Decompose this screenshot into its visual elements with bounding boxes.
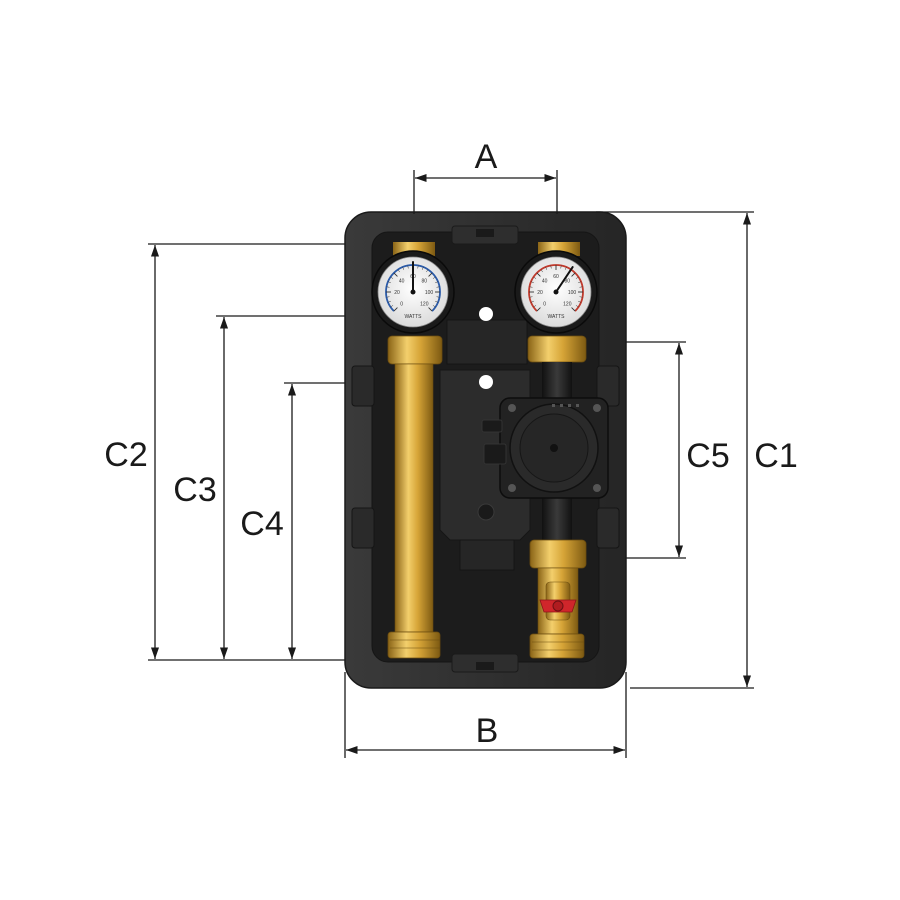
- gauge-brand: WATTS: [405, 314, 423, 320]
- gauge-tick: [407, 265, 409, 269]
- dimension-label-c2: C2: [104, 436, 147, 474]
- gauge-tick: [436, 296, 440, 298]
- dimension-C5: C5: [626, 341, 730, 559]
- gauge-tick: [426, 269, 429, 273]
- gauge-tick-label: 100: [568, 290, 577, 296]
- gauge-tick-label: 0: [400, 301, 403, 307]
- dimension-label-c5: C5: [686, 437, 729, 475]
- gauge-tick: [421, 266, 424, 270]
- gauge-tick: [575, 276, 579, 279]
- gauge-tick: [540, 269, 543, 273]
- dimension-C3: C3: [173, 315, 345, 659]
- gauge-tick: [578, 281, 582, 284]
- gauge-tick: [564, 266, 567, 270]
- gauge-tick-label: 20: [394, 290, 400, 296]
- gauge-tick: [575, 305, 579, 308]
- gauge-tick: [428, 307, 433, 312]
- gauge-tick: [550, 265, 552, 269]
- dimension-A: A: [413, 138, 558, 214]
- dimension-label-c3: C3: [173, 471, 216, 509]
- gauge-tick: [390, 305, 394, 308]
- gauge-tick: [536, 307, 541, 312]
- gauge-tick: [533, 276, 537, 279]
- gauge-tick: [571, 272, 576, 277]
- gauge-tick: [578, 300, 582, 303]
- gauge-tick: [536, 272, 541, 277]
- dimension-label-b: B: [476, 712, 499, 750]
- gauge-tick: [432, 276, 436, 279]
- gauge-tick: [530, 300, 534, 303]
- gauge-tick: [533, 305, 537, 308]
- gauge-brand: WATTS: [548, 314, 566, 320]
- gauge-tick: [390, 276, 394, 279]
- gauge-tick: [560, 265, 562, 269]
- gauge-tick: [397, 269, 400, 273]
- gauge-tick: [436, 286, 440, 288]
- gauge-tick: [432, 305, 436, 308]
- gauge-tick: [529, 286, 533, 288]
- gauge-tick: [435, 300, 439, 303]
- dimension-C4: C4: [240, 382, 345, 659]
- gauge-tick: [571, 307, 576, 312]
- dimension-C2: C2: [104, 243, 345, 661]
- dimension-B: B: [344, 672, 627, 758]
- gauge-tick: [417, 265, 419, 269]
- left-brass-pipe: [387, 242, 443, 659]
- gauge-tick: [428, 272, 433, 277]
- gauge-tick: [387, 281, 391, 284]
- dimension-C1: C1: [596, 211, 798, 689]
- right-pump-line: [527, 242, 587, 659]
- gauge-tick-label: 120: [563, 301, 572, 307]
- gauge-tick: [386, 286, 390, 288]
- gauge-tick-label: 80: [422, 279, 428, 285]
- gauge-needle: [555, 266, 574, 293]
- gauge-tick-label: 20: [537, 290, 543, 296]
- gauge-tick: [579, 296, 583, 298]
- thermometer-gauge-right: 020 40 60 80 100 120 WATTS: [514, 250, 598, 334]
- gauge-tick: [579, 286, 583, 288]
- dimension-label-a: A: [475, 138, 498, 176]
- gauge-tick: [393, 272, 398, 277]
- gauge-tick: [529, 296, 533, 298]
- gauge-tick-label: 80: [565, 279, 571, 285]
- gauge-tick: [393, 307, 398, 312]
- gauge-tick-label: 120: [420, 301, 429, 307]
- gauge-tick: [386, 296, 390, 298]
- gauge-tick-label: 100: [425, 290, 434, 296]
- gauge-tick-label: 60: [553, 274, 559, 280]
- circulation-pump: [481, 397, 609, 499]
- gauge-tick: [435, 281, 439, 284]
- gauge-tick: [530, 281, 534, 284]
- gauge-tick: [387, 300, 391, 303]
- gauge-tick-label: 0: [543, 301, 546, 307]
- dimension-label-c1: C1: [754, 437, 797, 475]
- gauge-tick-label: 40: [399, 279, 405, 285]
- dimension-label-c4: C4: [240, 505, 283, 543]
- gauge-tick-label: 40: [542, 279, 548, 285]
- ball-valve: [539, 581, 577, 621]
- gauge-tick: [402, 266, 405, 270]
- gauge-tick: [545, 266, 548, 270]
